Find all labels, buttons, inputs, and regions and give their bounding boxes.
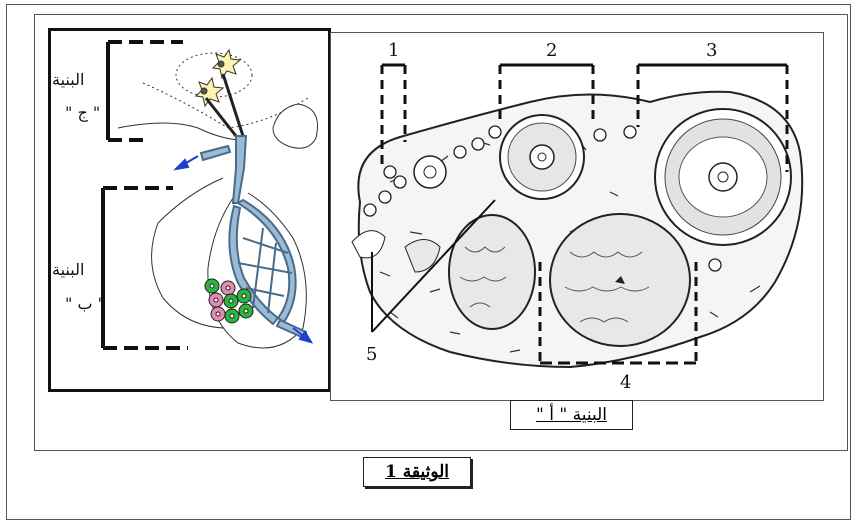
corpus-luteum [550,214,690,346]
secondary-follicle [500,115,584,199]
structure-b-label: البنية [52,262,84,278]
mature-follicle [655,109,791,245]
ovary-label-2: 2 [546,40,557,61]
structure-c-label: البنية [52,72,84,88]
pituitary-diagram [48,28,331,392]
document-caption: الوثيقة 1 [363,457,471,487]
corpus-luteum [449,215,535,329]
structure-a-caption: البنية " أ " [510,400,633,430]
ovary-label-1: 1 [388,40,399,61]
ovary-label-5: 5 [366,344,377,365]
ovary-diagram: 1 2 3 4 5 [330,32,825,402]
structure-c-letter: " ج " [65,105,100,121]
ovary-label-4: 4 [620,372,631,393]
ovary-label-3: 3 [706,40,717,61]
structure-b-letter: " ب " [65,296,105,312]
